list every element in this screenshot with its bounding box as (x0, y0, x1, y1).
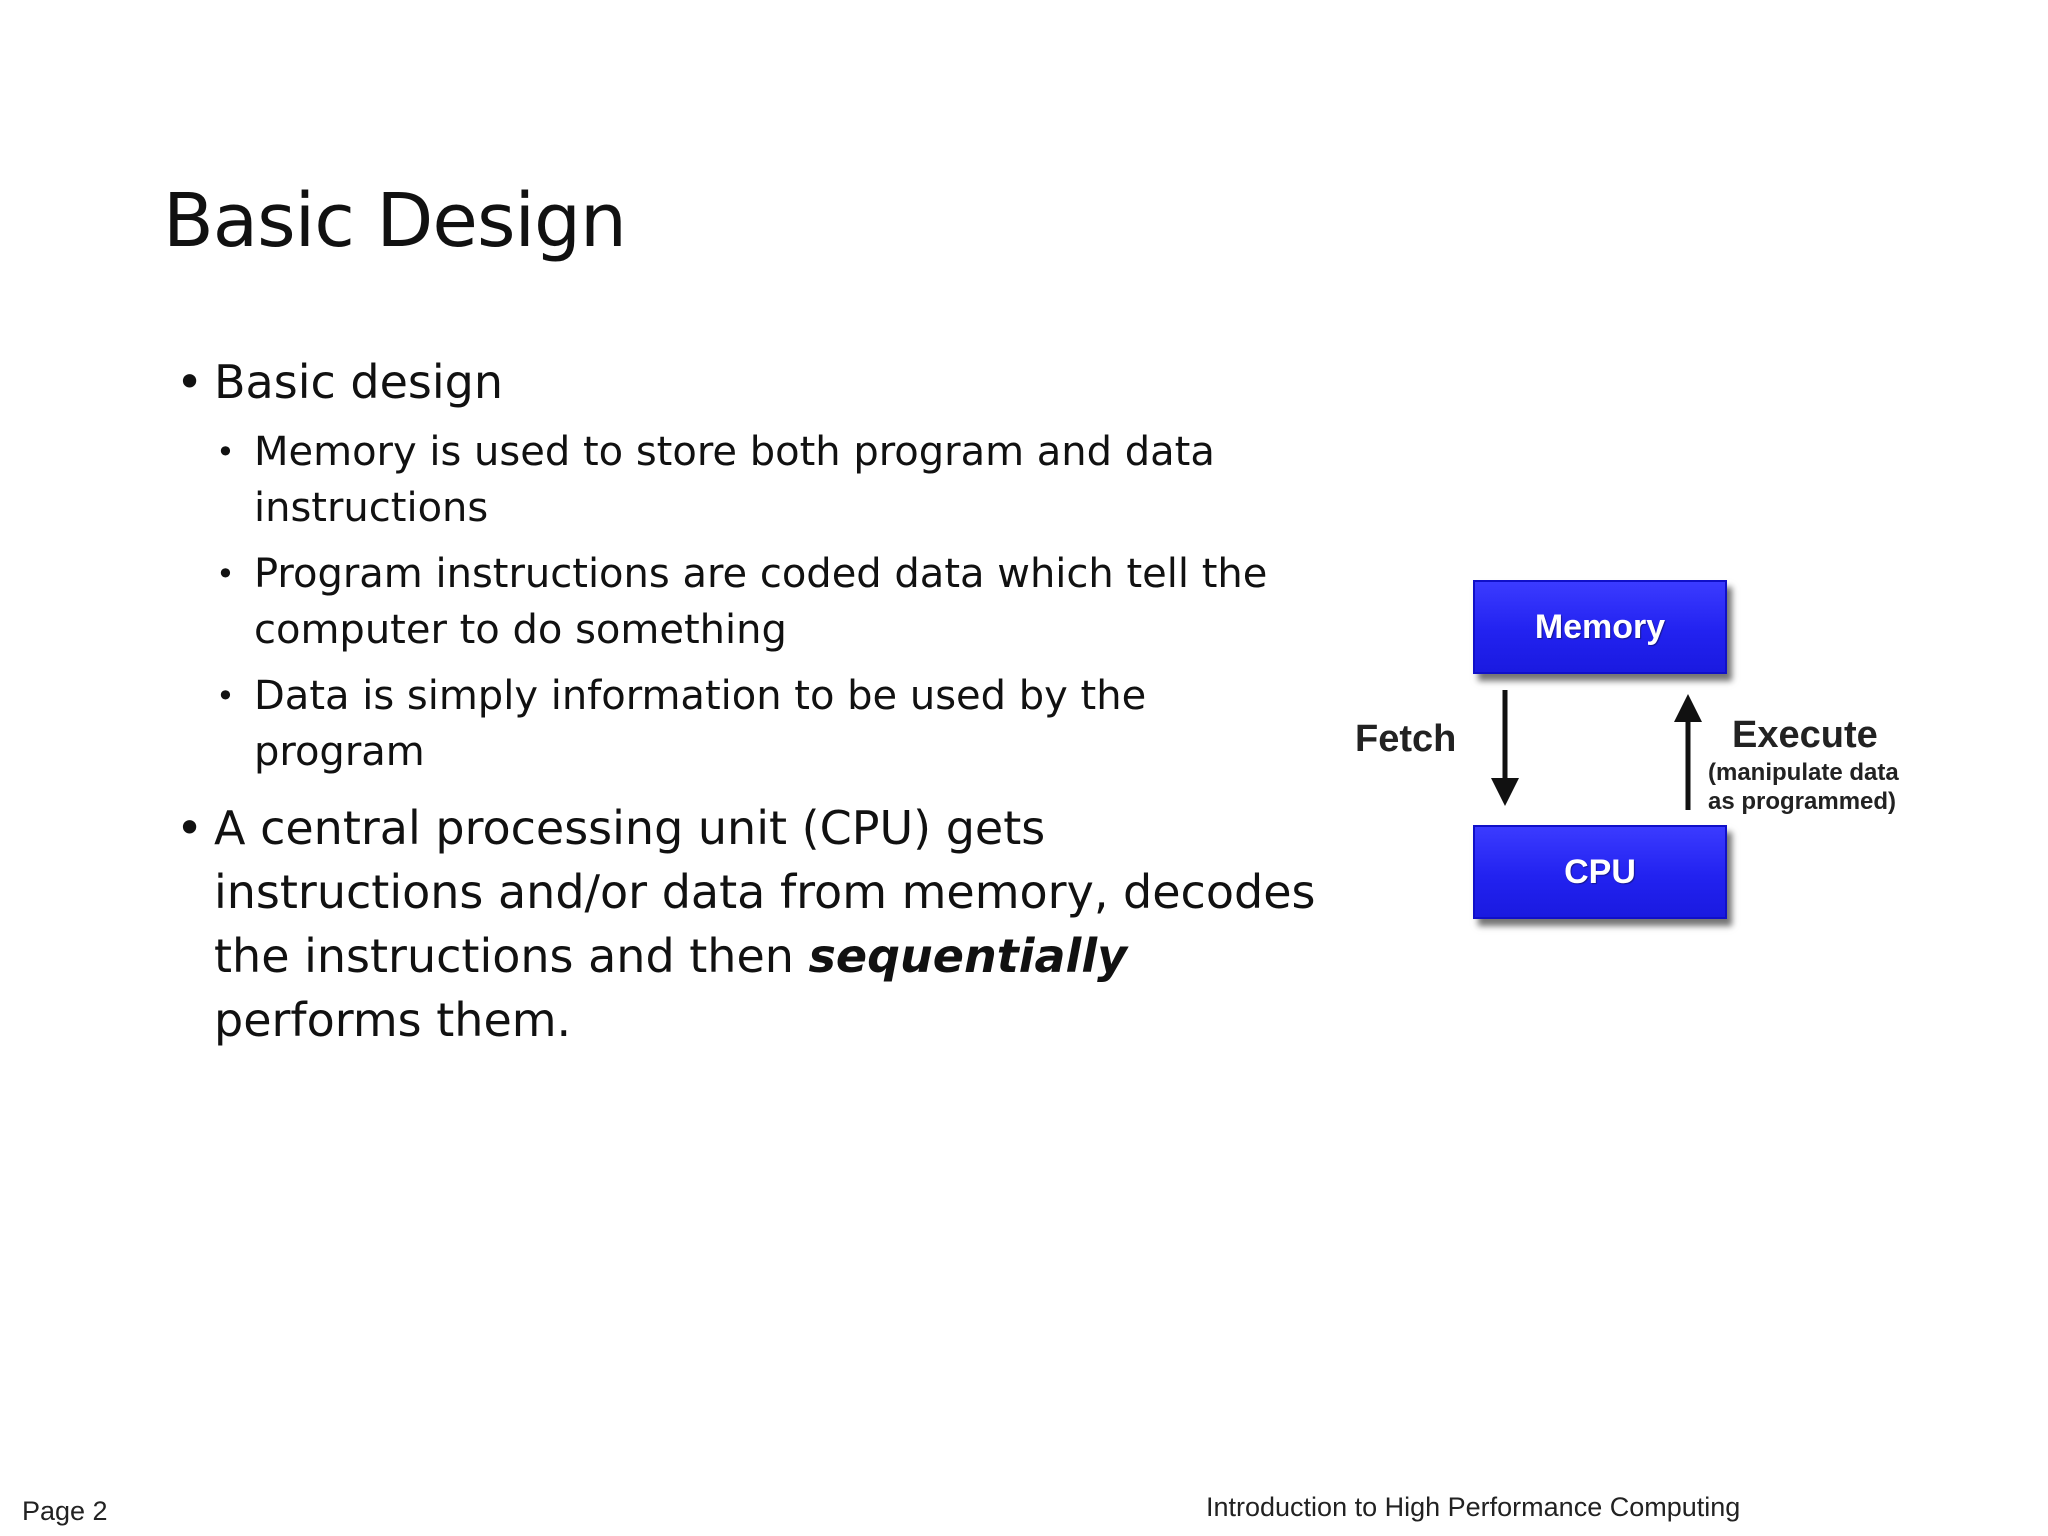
bullet-emphasis: sequentially (808, 929, 1128, 983)
execute-arrow-icon (1674, 694, 1702, 810)
execute-label: Execute (1732, 714, 1878, 756)
cpu-label: CPU (1564, 852, 1636, 891)
execute-sublabel-line1: (manipulate data (1708, 759, 1899, 786)
sub-bullet-memory: Memory is used to store both program and… (216, 424, 1326, 536)
memory-box: Memory (1473, 580, 1727, 674)
bullet-text: Basic design (214, 355, 504, 409)
footer-course-title: Introduction to High Performance Computi… (1206, 1492, 1741, 1522)
cpu-box: CPU (1473, 825, 1727, 919)
fetch-label: Fetch (1355, 718, 1457, 760)
page-number: Page 2 (22, 1496, 108, 1526)
fetch-arrow-icon (1491, 690, 1519, 806)
execute-sublabel-line2: as programmed) (1708, 788, 1897, 815)
bullet-text-after: performs them. (214, 993, 572, 1047)
sub-bullet-data: Data is simply information to be used by… (216, 668, 1326, 780)
execute-sublabel: (manipulate data as programmed) (1708, 758, 1899, 816)
memory-label: Memory (1534, 607, 1666, 646)
bullet-list: Basic design Memory is used to store bot… (176, 350, 1326, 1052)
von-neumann-diagram: Memory Fetch Execute (manipulate data as… (1350, 570, 1950, 950)
sub-bullet-list: Memory is used to store both program and… (216, 424, 1326, 780)
sub-bullet-program-instructions: Program instructions are coded data whic… (216, 546, 1326, 658)
bullet-basic-design: Basic design (176, 350, 1326, 414)
bullet-cpu: A central processing unit (CPU) gets ins… (176, 796, 1326, 1052)
bullet-text-before: A central processing unit (CPU) gets ins… (214, 801, 1316, 983)
slide-title: Basic Design (163, 178, 627, 264)
